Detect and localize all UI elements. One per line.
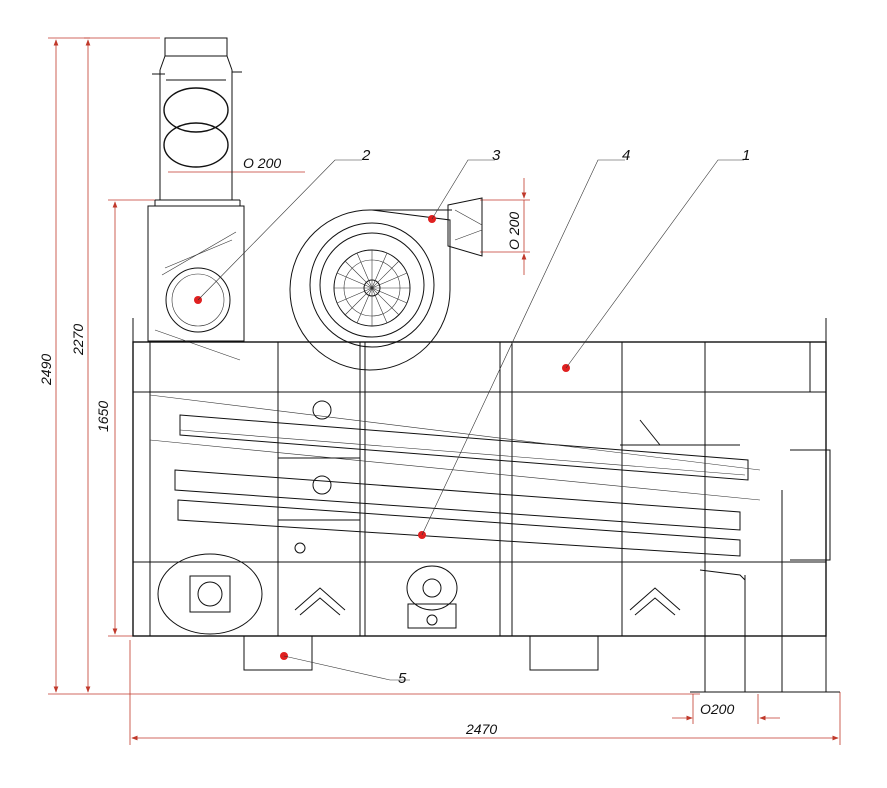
inlet-damper xyxy=(154,231,241,361)
main-housing xyxy=(132,318,827,637)
dim-label-top-inlet: O 200 xyxy=(243,155,281,171)
drive-motor-left xyxy=(157,553,263,635)
dimension-fan-outlet: O 200 xyxy=(480,178,530,275)
fan-blades xyxy=(334,250,410,326)
callout-leaders xyxy=(197,159,744,681)
dimension-bottom-outlet: O200 xyxy=(672,694,780,724)
drive-motor-center xyxy=(406,565,458,629)
dimension-top-inlet: O 200 xyxy=(168,155,305,173)
dimension-2490: 2490 xyxy=(38,37,700,695)
top-inlet-duct xyxy=(147,37,245,342)
callout-label-3: 3 xyxy=(492,147,501,164)
hopper-chevrons xyxy=(294,587,681,616)
dim-label-1650: 1650 xyxy=(95,401,111,432)
outlet-boxes xyxy=(243,635,599,671)
dimension-2470: 2470 xyxy=(129,640,841,745)
bottom-outlet-pipes xyxy=(690,440,840,693)
callout-label-2: 2 xyxy=(361,147,371,164)
dim-label-bottom-outlet: O200 xyxy=(700,701,734,717)
dimension-1650: 1650 xyxy=(95,199,160,637)
dimension-2270: 2270 xyxy=(70,37,91,693)
sieve-decks xyxy=(149,394,831,561)
callout-label-5: 5 xyxy=(398,670,407,687)
callout-label-4: 4 xyxy=(622,147,630,164)
dim-label-fan-outlet: O 200 xyxy=(506,212,522,250)
dim-label-2470: 2470 xyxy=(465,721,497,737)
fan-unit xyxy=(289,197,483,371)
dim-label-2270: 2270 xyxy=(70,324,86,356)
callout-label-1: 1 xyxy=(742,147,750,164)
dim-label-2490: 2490 xyxy=(38,354,54,386)
